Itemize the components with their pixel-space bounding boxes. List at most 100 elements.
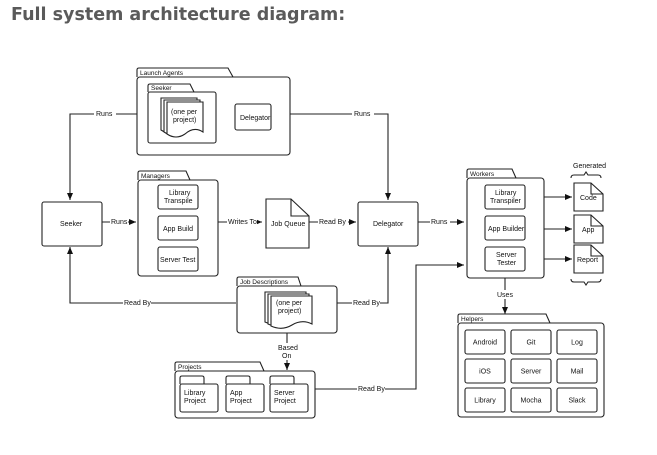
seeker-node-label: Seeker bbox=[60, 221, 83, 228]
launch-delegator-label: Delegator bbox=[240, 115, 271, 122]
helper-ios-label: iOS bbox=[479, 369, 491, 376]
manager-server-test bbox=[157, 246, 199, 272]
helper-ios-box bbox=[464, 358, 506, 384]
worker-app-builder bbox=[484, 215, 526, 241]
helper-git-label: Git bbox=[527, 340, 536, 347]
page-title: Full system architecture diagram: bbox=[11, 5, 346, 25]
seeker-stack-line2: project) bbox=[173, 117, 196, 124]
edge-label-seeker-runs: Runs bbox=[111, 219, 128, 226]
project-1-line2: Project bbox=[230, 398, 252, 405]
generated-brace-bottom bbox=[570, 278, 602, 286]
manager-app-build bbox=[157, 215, 199, 241]
worker-2-line1: Server bbox=[496, 252, 517, 259]
job-descriptions-label: Job Descriptions bbox=[240, 279, 289, 286]
edge-uses: Uses bbox=[496, 278, 516, 314]
job-queue-node: Job Queue bbox=[265, 198, 310, 249]
helper-slack-label: Slack bbox=[568, 398, 586, 405]
edge-label-read-by-queue: Read By bbox=[319, 219, 346, 226]
edge-runs-to-delegator: Runs bbox=[270, 109, 391, 200]
helper-mocha-box bbox=[510, 387, 552, 413]
project-library: Library Project bbox=[179, 375, 219, 413]
helper-mail-box bbox=[556, 358, 598, 384]
edge-label-runs-left: Runs bbox=[96, 111, 113, 118]
delegator-node-label: Delegator bbox=[373, 221, 404, 228]
generated-brace-top bbox=[570, 171, 602, 179]
edge-read-by-queue: Read By bbox=[309, 217, 356, 226]
edge-label-read-by-seeker: Read By bbox=[124, 300, 151, 307]
managers-label: Managers bbox=[141, 173, 171, 180]
helper-mail-label: Mail bbox=[571, 369, 584, 376]
edge-label-read-by-projects: Read By bbox=[358, 386, 385, 393]
seeker-stack-line1: (one per bbox=[171, 109, 198, 116]
project-2-line2: Project bbox=[274, 398, 296, 405]
helper-mocha-label: Mocha bbox=[520, 398, 541, 405]
worker-server-tester bbox=[484, 246, 526, 272]
helper-log-box bbox=[556, 329, 598, 355]
edge-delegator-runs-workers: Runs bbox=[418, 217, 464, 226]
edge-label-writes-to: Writes To bbox=[228, 219, 257, 226]
manager-2-line1: Server Test bbox=[160, 257, 195, 264]
project-server: Server Project bbox=[269, 375, 309, 413]
seeker-node bbox=[41, 201, 103, 247]
job-queue-label: Job Queue bbox=[271, 221, 305, 228]
workers-label: Workers bbox=[470, 171, 495, 178]
worker-1-line1: App Builder bbox=[488, 226, 525, 233]
edge-read-by-seeker: Read By bbox=[67, 247, 236, 307]
output-code: Code bbox=[573, 182, 604, 212]
generated-label: Generated bbox=[573, 163, 606, 170]
edge-label-based-on-1: Based bbox=[278, 345, 298, 352]
job-desc-stack-line1: (one per bbox=[276, 300, 303, 307]
project-1-line1: App bbox=[230, 390, 243, 397]
worker-2-line2: Tester bbox=[497, 260, 517, 267]
job-desc-stack-line2: project) bbox=[278, 308, 301, 315]
helper-git-box bbox=[510, 329, 552, 355]
managers-container: Managers Library Transpile App Build Ser… bbox=[137, 170, 219, 277]
output-report: Report bbox=[573, 244, 604, 274]
helpers-container: Helpers Android Git Log iOS Server MailLibrar… bbox=[457, 313, 605, 418]
projects-container: Projects Library Project App Project Ser… bbox=[174, 361, 316, 419]
helper-slack-box bbox=[556, 387, 598, 413]
helper-android-label: Android bbox=[473, 340, 497, 347]
manager-0-line2: Transpile bbox=[164, 198, 193, 205]
edge-read-by-projects: Read By bbox=[315, 262, 464, 393]
job-desc-doc-stack-icon bbox=[264, 291, 313, 329]
edge-writes-to: Writes To bbox=[218, 217, 262, 226]
worker-0-line2: Transpiler bbox=[490, 198, 522, 205]
output-code-label: Code bbox=[580, 195, 597, 202]
worker-0-line1: Library bbox=[495, 190, 517, 197]
projects-label: Projects bbox=[178, 364, 202, 371]
manager-library-transpile bbox=[157, 184, 199, 210]
manager-0-line1: Library bbox=[169, 190, 191, 197]
edge-runs-to-seeker: Runs bbox=[67, 109, 150, 200]
edge-label-runs-right: Runs bbox=[354, 111, 371, 118]
helper-server-label: Server bbox=[521, 369, 542, 376]
worker-library-transpiler bbox=[484, 184, 526, 210]
project-0-line1: Library bbox=[184, 390, 206, 397]
output-app-label: App bbox=[582, 227, 595, 234]
edge-label-uses: Uses bbox=[497, 292, 513, 299]
seeker-inner-container: Seeker (one per project) bbox=[147, 83, 217, 144]
job-descriptions-container: Job Descriptions (one per project) bbox=[236, 276, 338, 334]
helper-library-box bbox=[464, 387, 506, 413]
helper-log-label: Log bbox=[571, 340, 583, 347]
delegator-node bbox=[357, 201, 419, 247]
project-0-line2: Project bbox=[184, 398, 206, 405]
project-app: App Project bbox=[225, 375, 265, 413]
edge-label-delegator-runs: Runs bbox=[431, 219, 448, 226]
edge-seeker-runs-managers: Runs bbox=[102, 217, 136, 226]
helper-android-box bbox=[464, 329, 506, 355]
helper-server-box bbox=[510, 358, 552, 384]
helpers-label: Helpers bbox=[461, 316, 484, 323]
workers-container: Workers Library Transpiler App Builder S… bbox=[466, 168, 545, 279]
edge-based-on: Based On bbox=[276, 333, 298, 370]
edge-read-by-delegator: Read By bbox=[337, 247, 391, 307]
seeker-inner-label: Seeker bbox=[151, 85, 172, 92]
launch-agents-container: Launch Agents Seeker (one per project) D… bbox=[136, 67, 291, 156]
seeker-doc-stack-icon bbox=[160, 97, 204, 138]
launch-delegator-node bbox=[234, 103, 272, 131]
edge-label-based-on-2: On bbox=[282, 353, 291, 360]
helper-library-label: Library bbox=[474, 398, 496, 405]
manager-1-line1: App Build bbox=[163, 226, 193, 233]
